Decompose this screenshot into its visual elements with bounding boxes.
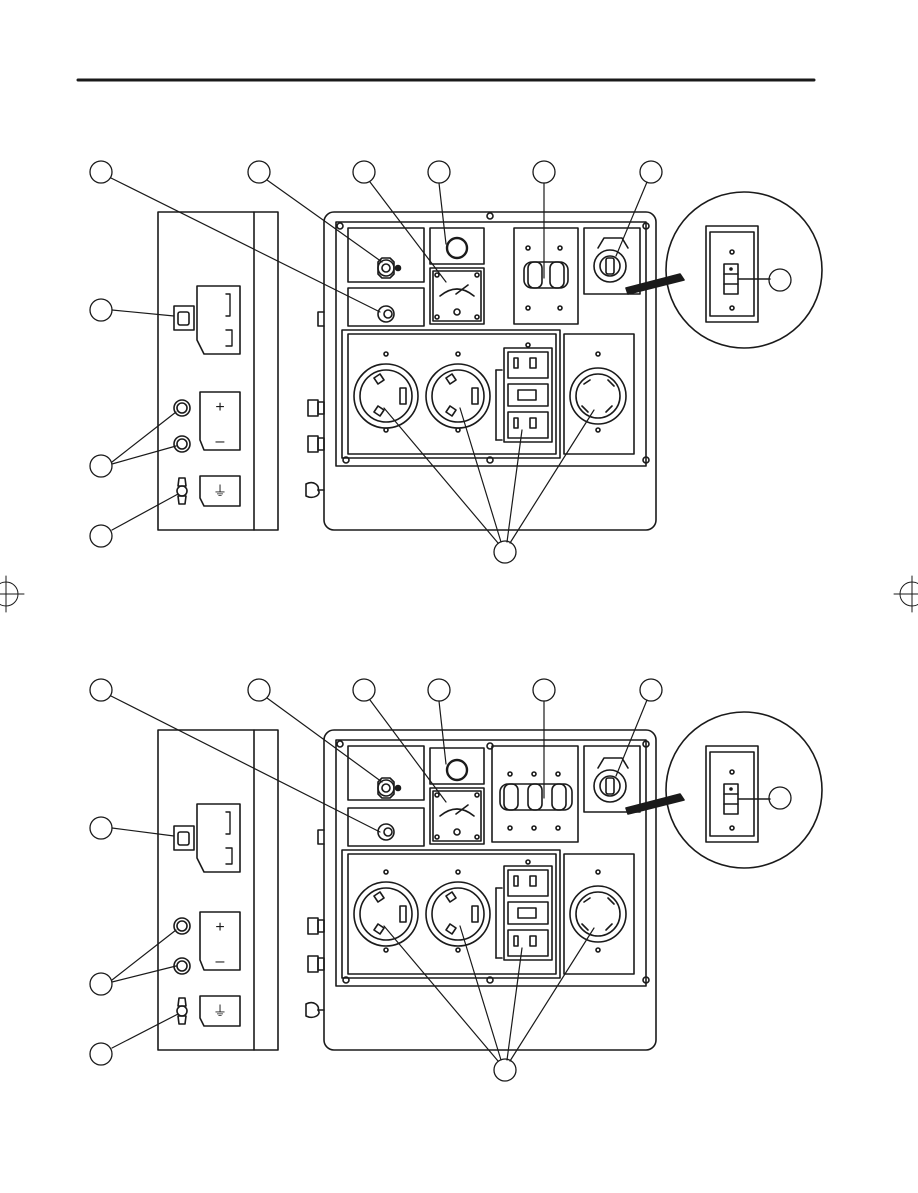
- ground-label: ⏚: [213, 1003, 227, 1019]
- callout-marker: [428, 161, 450, 183]
- minus-label: –: [216, 953, 225, 970]
- front-panel: [306, 212, 656, 530]
- twist-lock-receptacle-icon: [426, 352, 490, 432]
- circuit-breaker-icon: [524, 246, 568, 310]
- callout-marker: [640, 679, 662, 701]
- callout-marker: [353, 161, 375, 183]
- callout-marker: [90, 455, 112, 477]
- callout-marker: [90, 1043, 112, 1065]
- breaker-panel: [492, 746, 578, 842]
- diagram-a: + – ⏚: [90, 161, 822, 563]
- pilot-lamp-icon: [447, 238, 467, 258]
- callout-marker: [90, 525, 112, 547]
- side-connector-icon: [308, 918, 324, 972]
- callout-marker: [640, 161, 662, 183]
- gfci-receptacle-icon: [496, 343, 552, 442]
- gfci-receptacle-icon: [496, 860, 552, 960]
- pilot-lamp-icon: [447, 760, 467, 780]
- callout-marker: [769, 787, 791, 809]
- wing-nut-icon: [306, 483, 324, 498]
- leader-lines: [111, 178, 647, 543]
- callout-marker: [353, 679, 375, 701]
- callout-marker: [533, 679, 555, 701]
- idle-control-switch-icon: [594, 238, 628, 282]
- ground-terminal-icon: [177, 478, 187, 504]
- callout-marker: [90, 973, 112, 995]
- callout-marker: [90, 817, 112, 839]
- circuit-breaker-icon: [500, 772, 572, 830]
- side-switch-icon: [174, 826, 194, 850]
- twist-lock-receptacle-icon: [426, 870, 490, 952]
- ground-label: ⏚: [213, 483, 227, 499]
- side-view: + – ⏚: [158, 730, 278, 1050]
- callout-marker: [769, 269, 791, 291]
- meter-icon: [430, 268, 484, 324]
- choke-panel: [348, 288, 424, 326]
- large-outlet-panel: [564, 854, 634, 974]
- callout-marker: [90, 299, 112, 321]
- callout-marker: [533, 161, 555, 183]
- leader-lines: [111, 696, 647, 1061]
- callout-marker: [428, 679, 450, 701]
- plus-label: +: [215, 399, 224, 416]
- side-connector-icon: [308, 400, 324, 452]
- callout-marker: [90, 161, 112, 183]
- front-panel: [306, 730, 656, 1050]
- engine-switch-panel: [348, 228, 424, 282]
- side-view: + – ⏚: [158, 212, 278, 530]
- twist-lock-receptacle-icon: [354, 352, 418, 432]
- meter-icon: [430, 788, 484, 844]
- side-switch-icon: [174, 306, 194, 330]
- callout-marker: [494, 541, 516, 563]
- callout-marker: [90, 679, 112, 701]
- plus-label: +: [215, 919, 224, 936]
- twist-lock-receptacle-icon: [354, 870, 418, 952]
- minus-label: –: [216, 433, 225, 450]
- wing-nut-icon: [306, 1003, 324, 1018]
- crop-mark-left: [0, 576, 24, 612]
- choke-knob-icon: [378, 306, 394, 322]
- idle-control-switch-icon: [594, 758, 628, 802]
- crop-mark-right: [894, 576, 918, 612]
- callout-marker: [494, 1059, 516, 1081]
- large-twist-lock-receptacle-icon: [570, 352, 626, 432]
- large-twist-lock-receptacle-icon: [570, 870, 626, 952]
- diagram-b: + – ⏚: [90, 679, 822, 1081]
- ground-terminal-icon: [177, 998, 187, 1024]
